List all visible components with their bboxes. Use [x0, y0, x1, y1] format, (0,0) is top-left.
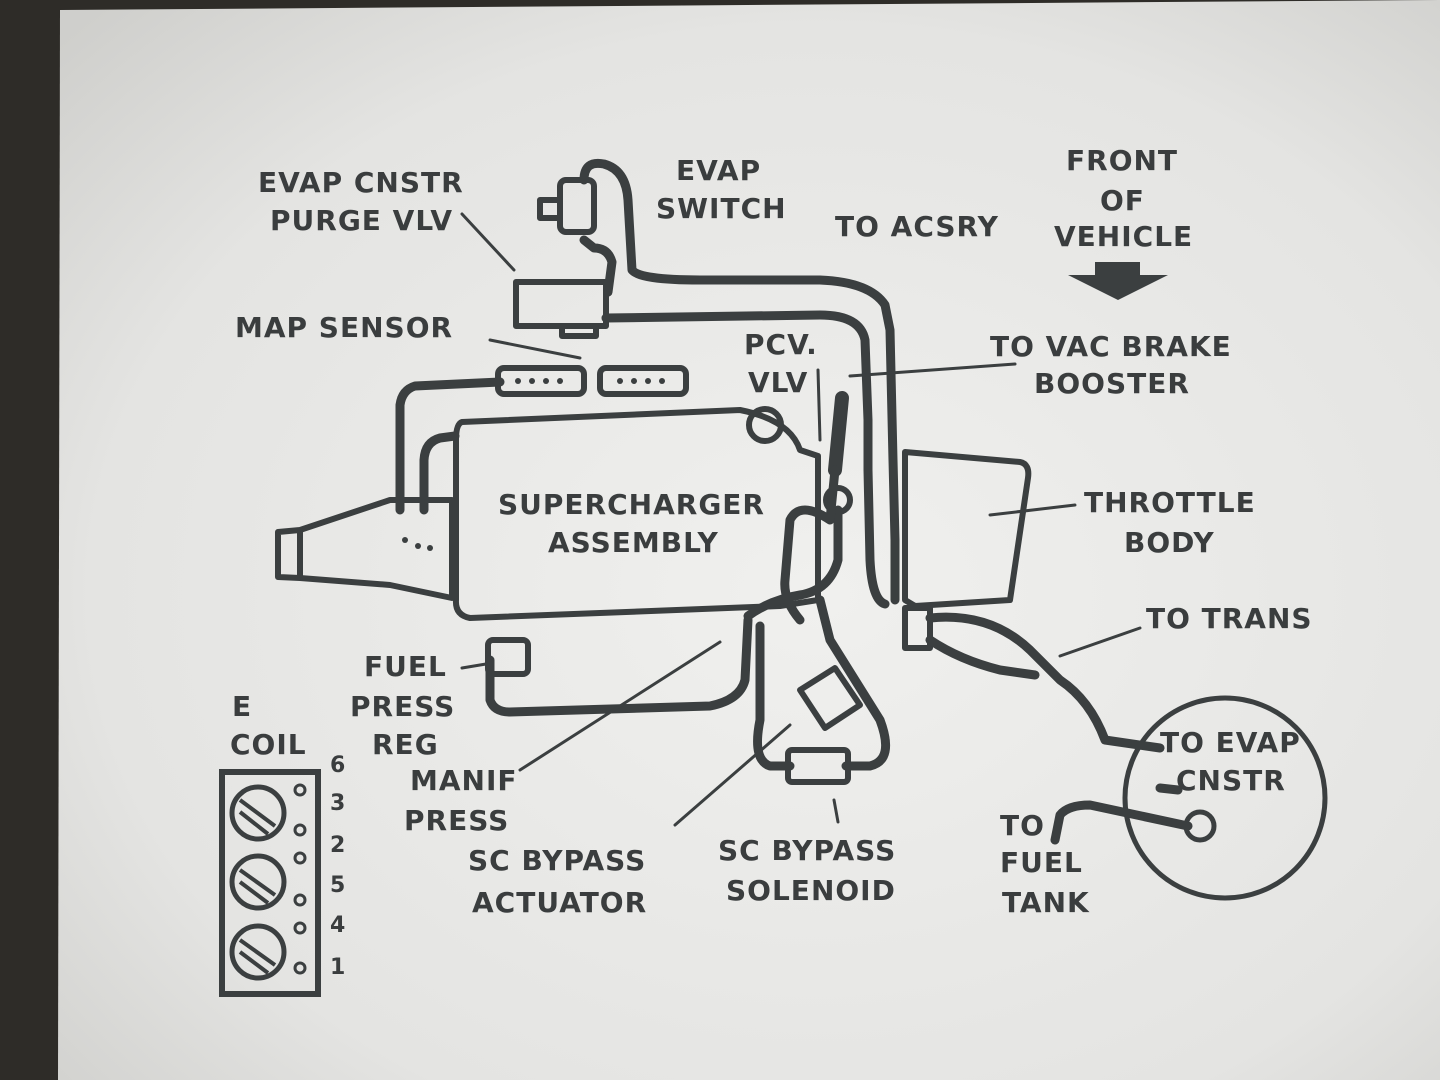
- brake-booster-leader: [848, 362, 1017, 378]
- label-switch: SWITCH: [656, 192, 787, 225]
- sc-bypass-actuator-leader: [673, 723, 792, 827]
- coil-terminal-number: 4: [330, 913, 345, 938]
- map-sensor-leader: [488, 338, 582, 360]
- purge-to-switch-hose: [579, 235, 617, 297]
- evap-switch-stub: [537, 197, 563, 221]
- map-sensor-hose: [395, 377, 505, 515]
- snout-hose: [419, 431, 460, 515]
- fuel-tank-hose: [1050, 800, 1193, 845]
- to-trans-leader: [1058, 626, 1142, 658]
- label-supercharger: SUPERCHARGER: [498, 488, 765, 521]
- map-sensor-pins: [515, 378, 665, 384]
- trans-hose: [925, 612, 1165, 753]
- fuel-reg-leader: [460, 662, 488, 670]
- label-coil: COIL: [230, 728, 307, 761]
- label-front: FRONT: [1066, 144, 1178, 177]
- label-fuel: FUEL: [364, 650, 447, 683]
- pcv-leader: [816, 368, 822, 442]
- evap-switch: [557, 177, 597, 235]
- label-body: BODY: [1124, 526, 1215, 559]
- label-evap-cnstr: EVAP CNSTR: [258, 166, 464, 199]
- label-pcv: PCV.: [744, 328, 818, 361]
- label-to-evap: TO EVAP: [1160, 726, 1301, 759]
- label-cnstr: CNSTR: [1176, 764, 1286, 797]
- coil-terminal-number: 2: [330, 833, 345, 858]
- label-purge-vlv: PURGE VLV: [270, 204, 453, 237]
- label-vehicle: VEHICLE: [1054, 220, 1193, 253]
- throttle-body: [902, 449, 1032, 609]
- coil-terminal-number: 6: [330, 753, 345, 778]
- bypass-hose: [753, 621, 795, 771]
- label-throttle: THROTTLE: [1084, 486, 1256, 519]
- label-press: PRESS: [350, 690, 455, 723]
- label-evap: EVAP: [676, 154, 761, 187]
- label-to: TO: [1000, 809, 1045, 842]
- coil-terminal-number: 3: [330, 791, 345, 816]
- throttle-body-leader: [988, 503, 1077, 517]
- front-arrow-icon: [1068, 262, 1168, 300]
- label-map-sensor: MAP SENSOR: [235, 311, 453, 344]
- map-sensor: [495, 365, 587, 397]
- snout-dot: [402, 537, 408, 543]
- canister-hose: [1155, 783, 1183, 795]
- label-booster: BOOSTER: [1034, 367, 1190, 400]
- label-actuator: ACTUATOR: [472, 886, 647, 919]
- map-sensor-connector: [597, 365, 689, 397]
- label-tank: TANK: [1002, 886, 1090, 919]
- label-to-acsry: TO ACSRY: [835, 210, 999, 243]
- supercharger-fitting: [746, 406, 784, 444]
- supercharger-assembly-body: [452, 407, 821, 621]
- label-sc-bypass-s: SC BYPASS: [718, 834, 896, 867]
- snout-dot: [427, 545, 433, 551]
- pcv-hose: [780, 465, 840, 625]
- acsry-hose: [601, 310, 890, 609]
- purge-valve-leader: [460, 212, 516, 272]
- snout-dot: [415, 543, 421, 549]
- supercharger-snout: [275, 497, 455, 601]
- sc-bypass-solenoid-leader: [832, 798, 840, 824]
- label-of: OF: [1100, 184, 1145, 217]
- label-manif-press: PRESS: [404, 804, 509, 837]
- purge-valve-foot: [559, 323, 599, 339]
- label-e: E: [232, 690, 252, 723]
- e-coil-block: [219, 769, 321, 997]
- label-sc-bypass-a: SC BYPASS: [468, 844, 646, 877]
- sc-bypass-solenoid: [785, 747, 851, 785]
- sc-bypass-actuator: [797, 665, 863, 731]
- pcv-valve: [828, 391, 849, 477]
- label-manif: MANIF: [410, 764, 518, 797]
- fuel-reg-hose: [485, 615, 753, 717]
- label-assembly: ASSEMBLY: [548, 526, 719, 559]
- coil-terminal-number: 1: [330, 955, 345, 980]
- solenoid-hose: [815, 595, 891, 771]
- label-to-trans: TO TRANS: [1146, 602, 1313, 635]
- throttle-to-trans-hose: [925, 635, 1040, 680]
- coil-terminal-numbers: 6 3 2 5 4 1: [330, 753, 345, 980]
- evap-cnstr-purge-valve: [513, 279, 609, 329]
- label-fuel-tank-fuel: FUEL: [1000, 846, 1083, 879]
- throttle-fitting: [902, 605, 933, 651]
- manif-press-leader: [518, 640, 722, 772]
- label-to-vac-brake: TO VAC BRAKE: [990, 330, 1232, 363]
- label-vlv: VLV: [748, 366, 808, 399]
- coil-terminal-number: 5: [330, 873, 345, 898]
- evap-canister: [1122, 695, 1328, 901]
- label-solenoid: SOLENOID: [726, 874, 896, 907]
- manif-press-hose: [743, 505, 843, 621]
- label-reg: REG: [372, 728, 439, 761]
- evap-switch-hose: [579, 158, 900, 605]
